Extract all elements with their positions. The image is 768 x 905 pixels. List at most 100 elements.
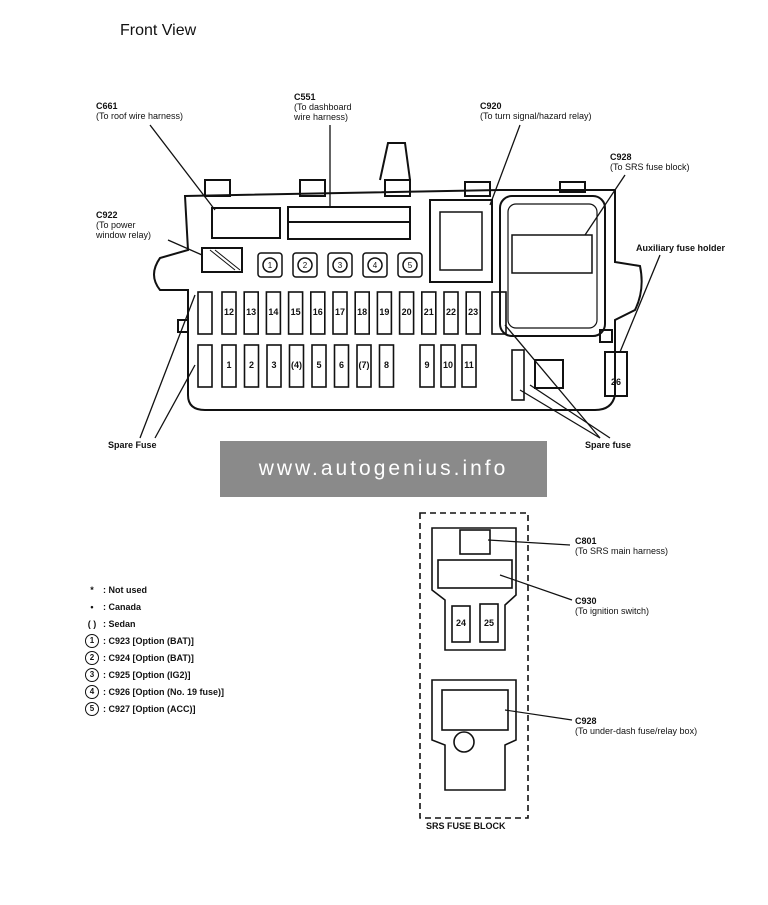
fuse-3-label: 3	[271, 360, 277, 370]
fuse-15-slot	[287, 291, 304, 335]
legend-text: : C926 [Option (No. 19 fuse)]	[103, 686, 225, 697]
fuse-1-label: 1	[226, 360, 232, 370]
option-connector-2	[292, 252, 318, 278]
watermark: www.autogenius.info	[220, 441, 547, 497]
fuse-9-label: 9	[424, 360, 430, 370]
fuse-3-slot	[266, 344, 282, 388]
option-connector-3	[327, 252, 353, 278]
legend-row: 1: C923 [Option (BAT)]	[84, 632, 224, 649]
fuse-2-label: 2	[248, 360, 255, 370]
fuse-12-slot	[221, 291, 237, 335]
leader-spare-right	[504, 324, 601, 439]
fuse-1-slot	[221, 344, 237, 388]
top-tab	[464, 181, 491, 197]
fuse-19-slot	[376, 291, 393, 335]
fuse-22-slot	[443, 291, 459, 335]
legend-row: 4: C926 [Option (No. 19 fuse)]	[84, 683, 224, 700]
leader-c920	[489, 124, 521, 206]
mount-hole	[453, 731, 475, 753]
option-connector-number: 4	[373, 261, 378, 270]
top-post	[379, 142, 411, 181]
leader-spare-right	[519, 389, 601, 439]
legend-symbol: 5	[84, 701, 100, 716]
fuse-16-slot	[309, 291, 326, 335]
page-title: Front View	[120, 22, 197, 39]
fuse-13-slot	[243, 291, 259, 335]
fuse-10-slot	[440, 344, 456, 388]
top-tab	[559, 181, 586, 193]
legend-symbol: 3	[84, 667, 100, 682]
legend-text: : C925 [Option (IG2)]	[103, 669, 191, 680]
fuse-label-srs: 24	[455, 618, 467, 628]
legend-row: 2: C924 [Option (BAT)]	[84, 649, 224, 666]
legend-text: : Canada	[103, 601, 142, 612]
legend-row: •: Canada	[84, 598, 224, 615]
fuse-11-label: 11	[464, 360, 474, 370]
srs-block-dashed-outline	[419, 512, 529, 819]
option-connector-4	[362, 252, 388, 278]
callout-c551: C551 (To dashboard wire harness)	[294, 92, 352, 122]
legend-text: : C923 [Option (BAT)]	[103, 635, 194, 646]
callout-c801: C801 (To SRS main harness)	[575, 536, 669, 556]
leader-c922	[167, 239, 203, 256]
fuse-22-label: 22	[445, 307, 457, 317]
callout-c922: C922 (To power window relay)	[96, 210, 152, 240]
leader-spare-right	[529, 384, 611, 439]
option-connector-1	[257, 252, 283, 278]
legend-text: : C924 [Option (BAT)]	[103, 652, 194, 663]
srs-fuse-block-label: SRS FUSE BLOCK	[426, 821, 506, 831]
option-connector-number: 2	[303, 261, 308, 270]
spare-fuse-slot	[511, 349, 525, 401]
legend-row: 3: C925 [Option (IG2)]	[84, 666, 224, 683]
legend-row: ( ): Sedan	[84, 615, 224, 632]
leader-spare-left	[154, 364, 196, 439]
fuse-21-slot	[420, 291, 437, 335]
fuse-15-label: 15	[290, 307, 301, 317]
legend-text: : C927 [Option (ACC)]	[103, 703, 196, 714]
top-tab	[299, 179, 326, 197]
fuse-23-slot	[465, 291, 482, 335]
option-connector-circle	[332, 257, 348, 273]
fuse-21-label: 21	[423, 307, 434, 317]
fuse-4-slot	[288, 344, 305, 388]
c920-connector	[429, 199, 493, 283]
c922-connector	[201, 247, 243, 273]
c661-connector	[211, 207, 281, 239]
fuse-14-label: 14	[268, 307, 279, 317]
fuse-5-slot	[311, 344, 327, 388]
fuse-16-label: 16	[312, 307, 323, 317]
legend-symbol: 2	[84, 650, 100, 665]
option-connector-number: 5	[408, 261, 413, 270]
callout-aux-fuse-holder: Auxiliary fuse holder	[636, 243, 726, 253]
legend-symbol: 1	[84, 633, 100, 648]
top-tab	[384, 179, 411, 197]
fuse-6-label: 6	[338, 360, 345, 370]
option-connector-circle	[402, 257, 418, 273]
fuse-7-label: (7)	[358, 360, 370, 370]
leader-c661	[149, 124, 216, 211]
leader-aux	[619, 254, 661, 353]
legend-row: * : Not used	[84, 581, 224, 598]
callout-c661: C661 (To roof wire harness)	[96, 101, 184, 121]
c928-srs-connector	[499, 195, 606, 337]
fuse-6-slot	[333, 344, 350, 388]
option-connector-5	[397, 252, 423, 278]
leader-spare-left	[139, 294, 196, 439]
legend-text: : Sedan	[103, 618, 136, 629]
legend-symbol: *	[90, 584, 94, 595]
spare-fuse-slot	[491, 291, 507, 335]
fuse-14-slot	[265, 291, 282, 335]
fuse-2-slot	[243, 344, 260, 388]
srs-upper-body	[431, 527, 517, 651]
legend-row: 5: C927 [Option (ACC)]	[84, 700, 224, 717]
fuse-23-label: 23	[468, 307, 479, 317]
legend-text: : Not used	[103, 584, 147, 595]
srs-fuse-slot	[479, 603, 499, 643]
fuse-20-label: 20	[401, 307, 412, 317]
fuse-13-label: 13	[246, 307, 257, 317]
aux-fuse-holder	[604, 351, 628, 397]
c928-lower-connector	[441, 689, 509, 731]
spare-fuse-slot	[197, 344, 213, 388]
